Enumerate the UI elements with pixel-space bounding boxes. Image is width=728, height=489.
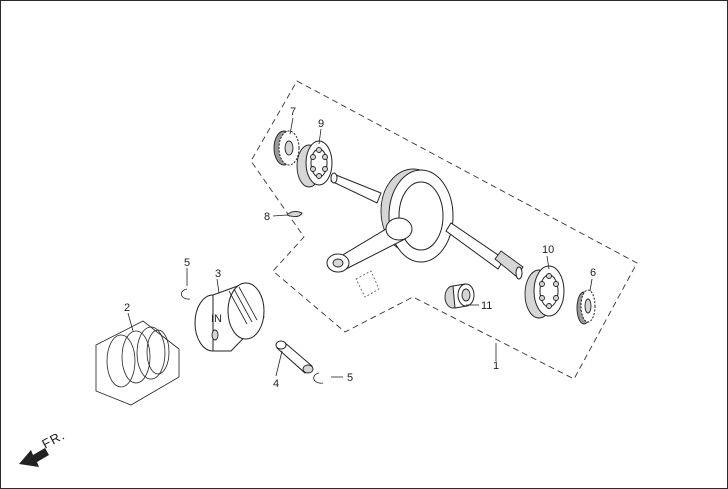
front-direction-label: FR. xyxy=(39,427,67,451)
bearing-left xyxy=(296,140,333,188)
circlip-lower xyxy=(313,372,324,384)
crankshaft xyxy=(326,168,524,298)
piston-pin xyxy=(275,340,314,374)
callout-8: 8 xyxy=(264,211,270,223)
piston-marking: IN xyxy=(211,313,222,325)
callout-6: 6 xyxy=(590,267,596,279)
callout-7: 7 xyxy=(290,106,296,118)
woodruff-key xyxy=(286,210,303,218)
leader-lines xyxy=(127,117,593,378)
callout-1: 1 xyxy=(493,360,499,372)
callout-5-lower: 5 xyxy=(347,372,353,384)
circlip-upper xyxy=(180,288,191,300)
callout-4: 4 xyxy=(273,378,279,390)
callout-3: 3 xyxy=(215,268,221,280)
bearing-right xyxy=(524,265,565,319)
callout-10: 10 xyxy=(542,244,554,256)
needle-bearing xyxy=(444,283,475,309)
callout-2: 2 xyxy=(124,302,130,314)
front-direction-arrow xyxy=(19,448,49,467)
callout-9: 9 xyxy=(318,118,324,130)
timing-gear xyxy=(273,130,300,166)
piston-rings xyxy=(95,320,180,406)
assembly-boundary xyxy=(250,80,638,380)
callout-5-upper: 5 xyxy=(184,257,190,269)
oil-seal xyxy=(576,289,596,325)
callout-11: 11 xyxy=(481,300,492,312)
piston: IN xyxy=(194,282,265,352)
